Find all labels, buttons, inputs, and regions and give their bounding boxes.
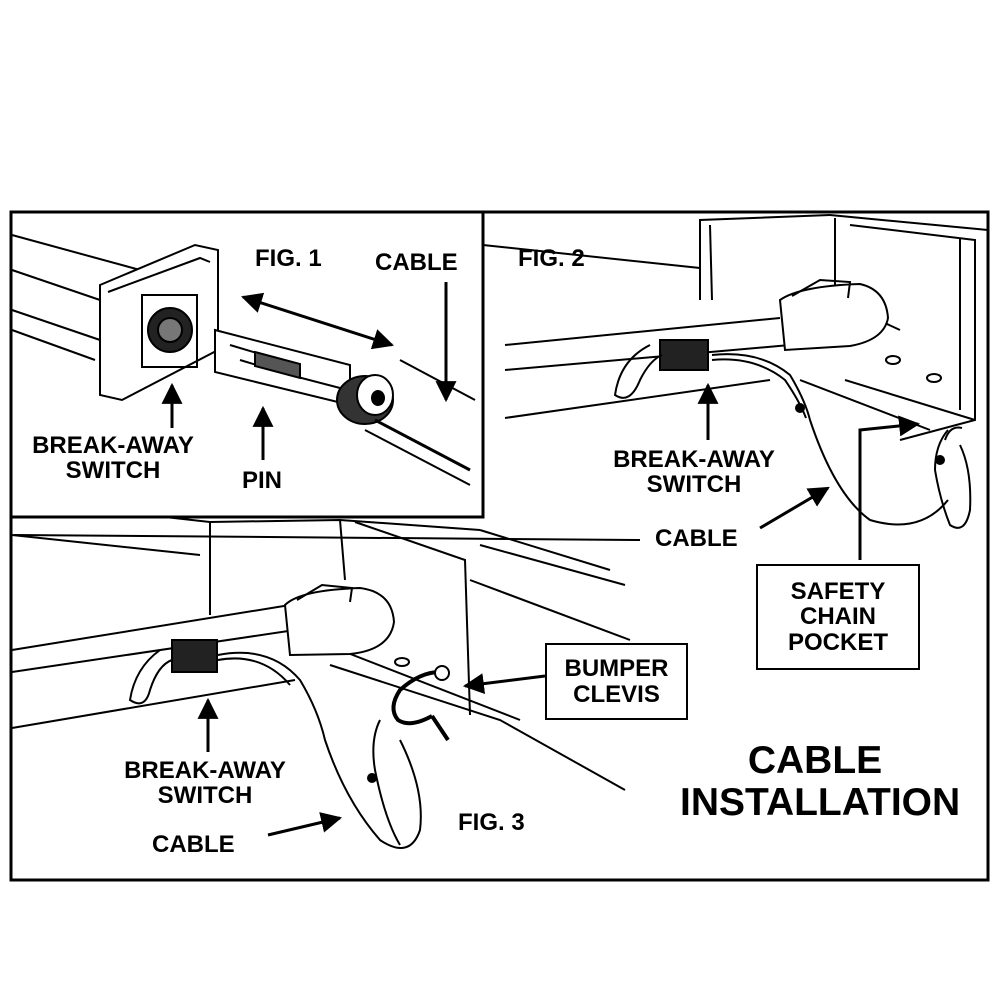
fig2-switch-label: BREAK-AWAY SWITCH — [604, 446, 784, 499]
fig1-switch-label: BREAK-AWAY SWITCH — [28, 432, 198, 485]
fig2-switch-line1: BREAK-AWAY — [613, 446, 775, 473]
fig3-clevis-arrow — [462, 673, 546, 695]
clevis-line1: BUMPER — [564, 655, 669, 683]
fig3-switch-line1: BREAK-AWAY — [124, 757, 286, 784]
title-line1: CABLE — [747, 739, 883, 782]
fig2-cable-label: CABLE — [655, 525, 738, 552]
fig2-switch-line2: SWITCH — [646, 471, 742, 499]
fig3-cable-label: CABLE — [152, 831, 235, 858]
fig2-label: FIG. 2 — [518, 245, 585, 272]
fig3-switch-label: BREAK-AWAY SWITCH — [115, 757, 295, 810]
fig1-drawing — [11, 234, 476, 486]
fig1-cable-label: CABLE — [375, 249, 458, 276]
fig3-cable-arrow — [267, 812, 343, 837]
pocket-line1: SAFETY — [790, 578, 886, 606]
pocket-line2: CHAIN — [800, 603, 876, 631]
fig3-switch-line2: SWITCH — [157, 782, 253, 810]
fig1-label: FIG. 1 — [255, 245, 322, 272]
fig2-drawing — [482, 214, 989, 529]
outer-frame — [9, 210, 990, 882]
bumper-clevis-box: BUMPER CLEVIS — [545, 643, 688, 720]
fig2-cable-arrow — [759, 486, 830, 530]
safety-chain-pocket-box: SAFETY CHAIN POCKET — [756, 564, 920, 670]
pocket-line3: POCKET — [787, 628, 888, 656]
fig1-switch-line1: BREAK-AWAY — [32, 432, 194, 459]
diagram-title: CABLE INSTALLATION — [680, 739, 961, 825]
fig3-drawing — [11, 516, 641, 849]
fig2-pocket-arrow — [858, 415, 921, 560]
clevis-line2: CLEVIS — [573, 680, 660, 708]
annotation-arrows — [161, 282, 921, 837]
fig1-switch-line2: SWITCH — [65, 457, 161, 485]
fig3-label: FIG. 3 — [458, 809, 525, 836]
title-line2: INSTALLATION — [680, 781, 961, 825]
fig1-motion-arrow — [241, 292, 394, 350]
fig1-frame — [9, 210, 485, 519]
fig1-pin-label: PIN — [242, 467, 283, 494]
